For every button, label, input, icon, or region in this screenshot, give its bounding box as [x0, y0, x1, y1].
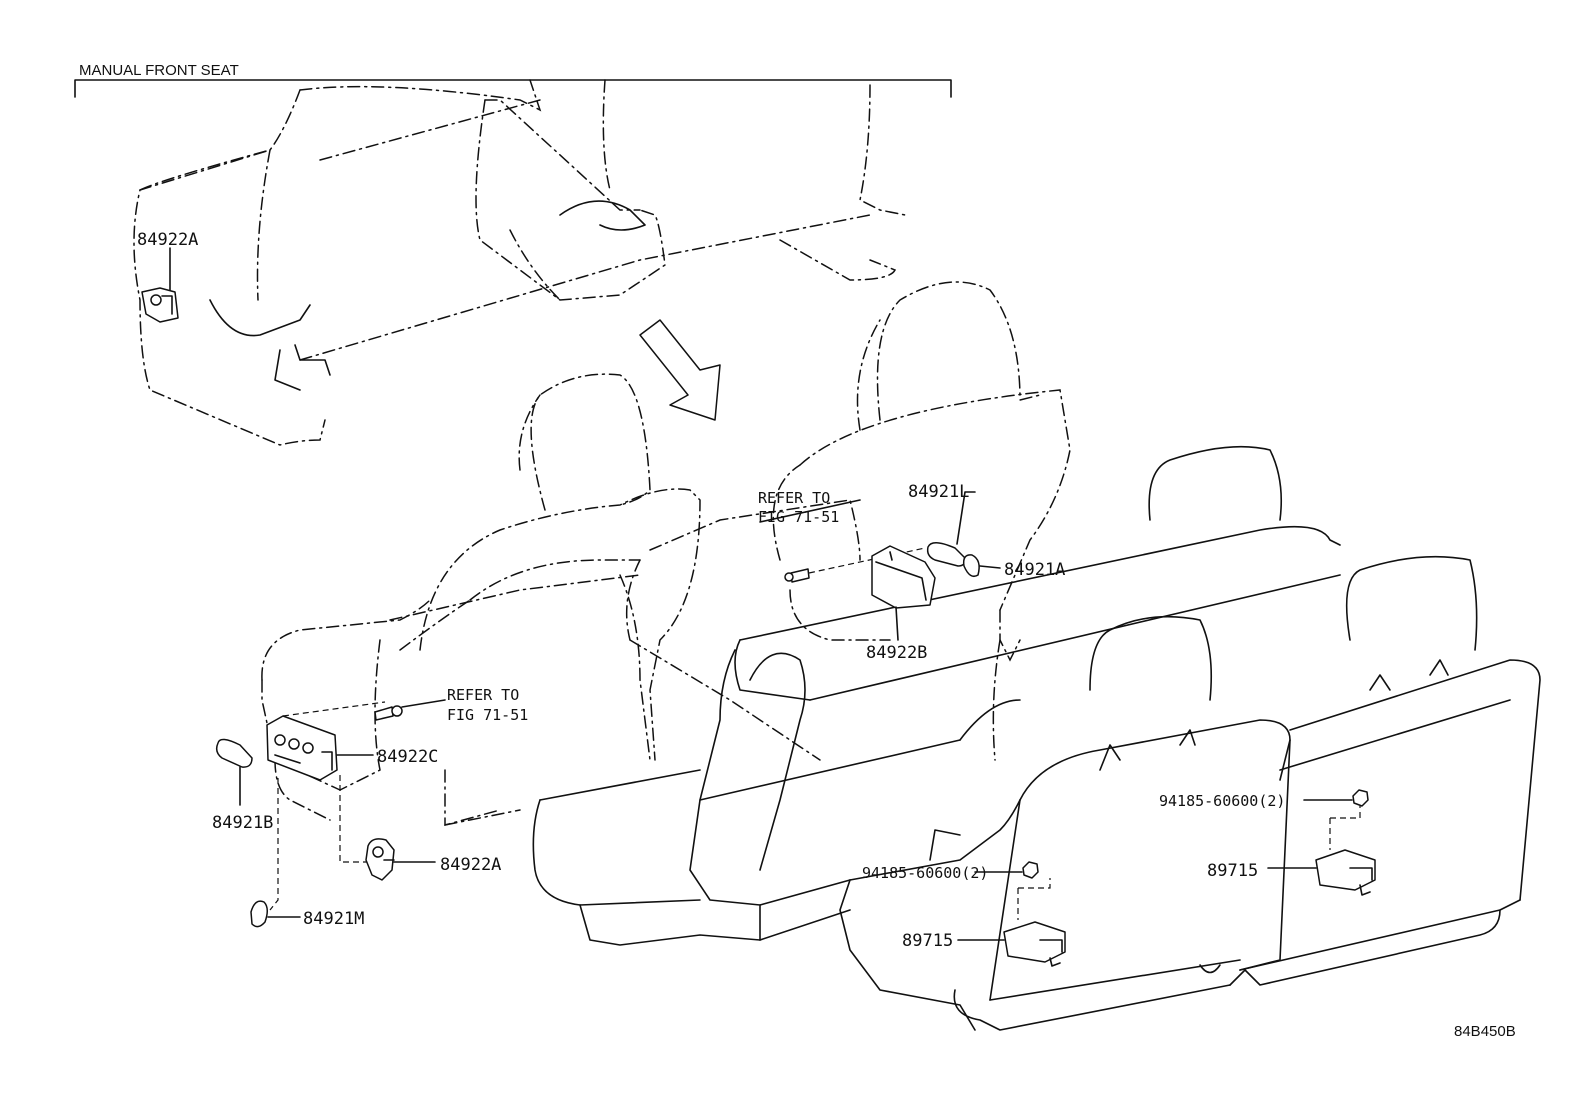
nut-right[interactable] [1352, 789, 1369, 807]
rear-bench [532, 445, 1541, 1031]
module-89715-mid[interactable] [1003, 921, 1066, 967]
direction-arrow [639, 319, 721, 421]
refer-left-line1: REFER TO [447, 686, 519, 704]
knob-84921a[interactable] [962, 554, 980, 578]
label-84921m: 84921M [303, 909, 364, 929]
mid-screw [784, 568, 810, 583]
diagram-code: 84B450B [1454, 1023, 1516, 1040]
label-front-84922a: 84922A [137, 230, 198, 250]
switch-84922a[interactable] [365, 838, 395, 881]
label-84922a: 84922A [440, 855, 501, 875]
header-title: MANUAL FRONT SEAT [79, 62, 239, 79]
manual-front-seat-bracket: MANUAL FRONT SEAT [74, 62, 952, 98]
cover-84921l[interactable] [926, 542, 966, 567]
label-84921l: 84921L [908, 482, 969, 502]
cover-84921b[interactable] [215, 738, 253, 768]
label-nut-right: 94185-60600(2) [1159, 792, 1285, 810]
knob-84921m[interactable] [250, 900, 268, 928]
switch-84922b[interactable] [871, 545, 936, 609]
label-84921b: 84921B [212, 813, 273, 833]
rear-parts: 94185-60600(2) 89715 94185-60600(2) 8971… [862, 789, 1376, 967]
refer-left-line2: FIG 71-51 [447, 706, 528, 724]
module-89715-right[interactable] [1315, 849, 1376, 896]
refer-mid-line2: FIG 71-51 [758, 508, 839, 526]
label-89715-mid: 89715 [902, 931, 953, 951]
nut-mid[interactable] [1022, 861, 1039, 879]
mid-parts: REFER TO FIG 71-51 84921L 84921A 84922B [758, 482, 1065, 663]
switch-84922c[interactable] [266, 715, 338, 781]
left-screw [374, 705, 403, 721]
label-84921a: 84921A [1004, 560, 1065, 580]
front-switch-84922a [141, 287, 179, 323]
front-seat-inset: 84922A [133, 79, 906, 446]
label-89715-right: 89715 [1207, 861, 1258, 881]
label-nut-mid: 94185-60600(2) [862, 864, 988, 882]
middle-seat [625, 281, 1071, 761]
label-84922b: 84922B [866, 643, 927, 663]
left-parts: REFER TO FIG 71-51 84922C 84921B 84922A [212, 686, 528, 929]
label-84922c: 84922C [377, 747, 438, 767]
refer-mid-line1: REFER TO [758, 489, 830, 507]
